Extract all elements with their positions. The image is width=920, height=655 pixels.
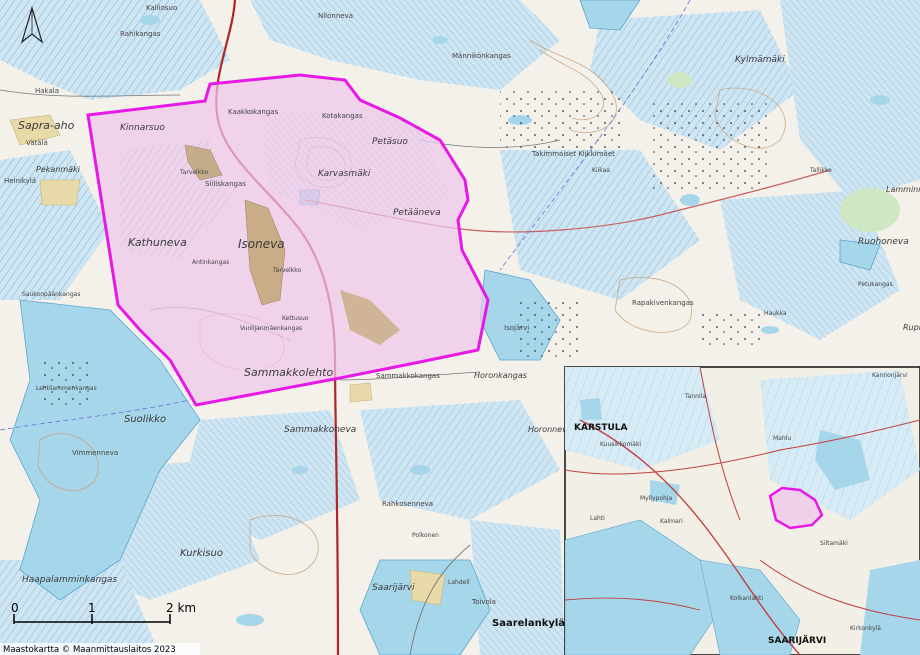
- label-hakala: Hakala: [35, 87, 59, 95]
- label-kotakangas: Kotakangas: [322, 112, 363, 120]
- label-petaaneva: Petääneva: [393, 208, 441, 218]
- inset-label-saarijarvi: SAARIJÄRVI: [768, 635, 826, 646]
- label-antinkangas: Antinkangas: [192, 259, 229, 266]
- label-lehtilammenkangas: Lehtilammenkangas: [36, 385, 97, 392]
- label-kinnarsuo: Kinnarsuo: [120, 123, 165, 133]
- label-karvasmaki: Karvasmäki: [318, 169, 371, 179]
- label-saarelankyla: Saarelankylä: [492, 618, 565, 629]
- label-kaakkokangas: Kaakkokangas: [228, 108, 279, 116]
- label-kathuneva: Kathuneva: [128, 236, 187, 249]
- label-nilonneva: Nilonneva: [318, 12, 353, 20]
- label-rapakivenkangas: Rapakivenkangas: [632, 299, 694, 307]
- inset-label-lahti: Lahti: [590, 515, 605, 522]
- label-suolikko: Suolikko: [124, 414, 166, 425]
- scale-tick-0: 0: [11, 601, 19, 615]
- fields: [9, 114, 446, 606]
- inset-map[interactable]: KARSTULA SAARIJÄRVI Kannonjärvi Mahlu Ta…: [564, 366, 920, 655]
- inset-label-kolkanlahti: Kolkanlahti: [730, 595, 763, 602]
- label-mannikonkangas: Männikönkangas: [452, 52, 511, 60]
- inset-label-siltamaki: Siltamäki: [820, 540, 848, 547]
- label-haukka: Haukka: [764, 310, 787, 317]
- stony-terrain: [40, 90, 770, 410]
- label-vuolijanmaenkangas: Vuolijanmäenkangas: [240, 325, 302, 332]
- label-kalliosuo: Kalliosuo: [146, 4, 177, 12]
- label-isojarvi: Isojärvi: [504, 324, 529, 332]
- label-takimmaiset: Takimmaiset Kiikkimäet: [531, 150, 615, 158]
- label-sammakkokangas: Sammakkokangas: [376, 372, 440, 380]
- label-petukangas: Petukangas: [858, 281, 893, 288]
- inset-label-myllypohja: Myllypohja: [640, 495, 673, 502]
- inset-label-kirkonkyla: Kirkonkylä: [850, 625, 881, 632]
- label-kurkisuo: Kurkisuo: [180, 548, 223, 559]
- scale-bar: [13, 614, 171, 624]
- label-kiikaa: Kiikaa: [592, 167, 610, 174]
- label-tarvelkko: Tarvelkko: [179, 169, 208, 176]
- label-sapra-aho: Sapra-aho: [18, 119, 75, 132]
- inset-label-kannonjarvi: Kannonjärvi: [872, 372, 908, 379]
- attribution: Maastokartta © Maanmittauslaitos 2023: [3, 645, 176, 655]
- label-heinikyla: Heinikylä: [4, 177, 36, 185]
- north-arrow-icon: [20, 5, 44, 44]
- label-sammakkolehto: Sammakkolehto: [244, 366, 333, 379]
- label-haapalamminkangas: Haapalamminkangas: [22, 575, 117, 585]
- inset-project-area: [768, 486, 824, 530]
- scale-tick-2: 2 km: [166, 601, 196, 615]
- label-vatala: Vätälä: [26, 139, 48, 147]
- label-ruohoneva: Ruohoneva: [858, 237, 909, 247]
- label-vimmenneva: Vimmenneva: [72, 449, 118, 457]
- inset-label-tannila: Tannila: [684, 393, 706, 400]
- label-saukonpaankangas: Saukonpäänkangas: [22, 291, 80, 298]
- attribution-bg: [0, 643, 200, 655]
- inset-label-kuusikkomaki: Kuusikkomäki: [600, 441, 641, 448]
- inset-label-karstula: KARSTULA: [574, 423, 628, 433]
- label-sammakkoneva: Sammakkoneva: [284, 425, 356, 435]
- label-horonkangas: Horonkangas: [474, 371, 527, 380]
- label-lahdell: Lahdell: [448, 579, 470, 586]
- label-polkonen: Polkonen: [412, 532, 439, 539]
- map-labels: Kalliosuo Rahikangas Nilonneva Männikönk…: [4, 4, 920, 629]
- label-tarvelkko2: Tarvelkko: [272, 267, 301, 274]
- inset-label-mahlu: Mahlu: [773, 435, 791, 442]
- label-tallikko: Tallikko: [809, 167, 832, 174]
- label-siiliskangas: Siiliskangas: [205, 180, 246, 188]
- label-toivola: Toivola: [471, 598, 496, 606]
- area-inner-features: [120, 110, 450, 345]
- label-rahkosenneva: Rahkosenneva: [382, 500, 433, 508]
- label-horonneva: Horonneva: [528, 425, 572, 434]
- scale-tick-1: 1: [88, 601, 96, 615]
- label-petasuo: Petäsuo: [372, 137, 408, 147]
- label-lamminneva: Lamminneva: [886, 185, 920, 194]
- label-rupi: Rupi: [903, 323, 920, 332]
- label-kettusuo: Kettusuo: [282, 315, 309, 322]
- label-pekanmaki: Pekanmäki: [36, 165, 81, 174]
- label-kylmamaki: Kylmämäki: [735, 55, 785, 65]
- label-isoneva: Isoneva: [238, 237, 285, 251]
- label-saarijarvi-lake: Saarijärvi: [372, 583, 415, 593]
- inset-label-kalmari: Kalmari: [660, 518, 683, 525]
- label-rahikangas: Rahikangas: [120, 30, 161, 38]
